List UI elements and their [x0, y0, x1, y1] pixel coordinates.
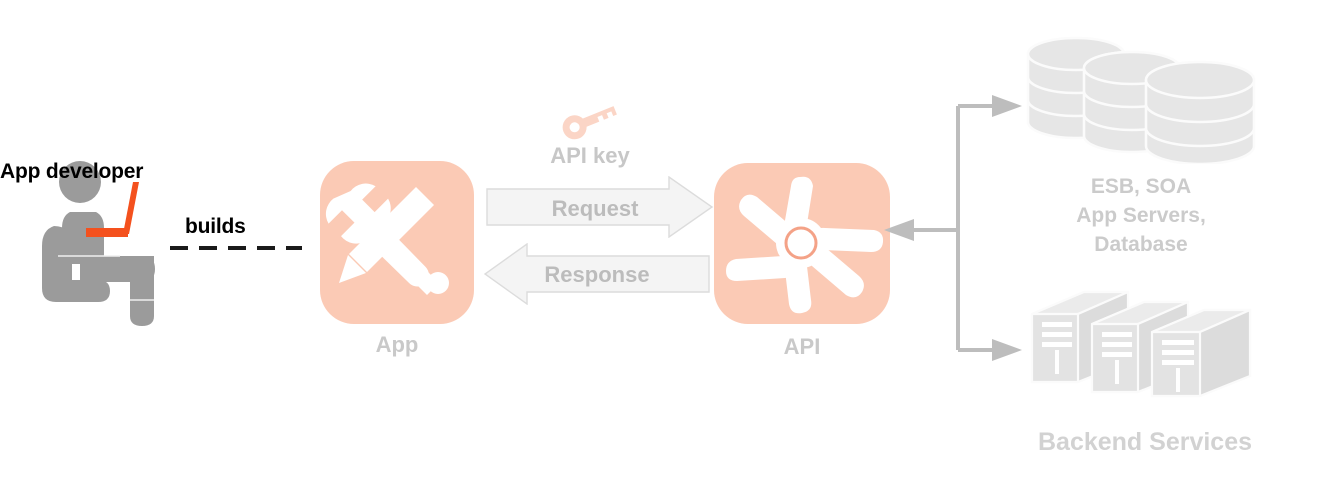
esb-label-line-3: Database [1094, 233, 1188, 256]
server-towers-icon [1030, 290, 1252, 398]
esb-label-line-1: ESB, SOA [1090, 175, 1192, 198]
request-label: Request [551, 196, 639, 221]
key-icon [562, 106, 617, 140]
request-flow-arrow [486, 176, 714, 238]
builds-dashed-line [170, 246, 302, 250]
app-node[interactable] [320, 161, 474, 324]
wrench-and-pencil-icon [325, 183, 449, 295]
builds-label: builds [185, 215, 246, 238]
app-developer-label: App developer [0, 160, 144, 183]
api-node[interactable] [714, 163, 890, 324]
api-node-label: API [783, 334, 821, 359]
api-key-label: API key [550, 143, 630, 168]
api-star-burst-icon [726, 176, 884, 314]
esb-soa-database-label: ESB, SOA App Servers, Database [1010, 172, 1272, 259]
response-flow-arrow [484, 243, 710, 305]
esb-label-line-2: App Servers, [1076, 204, 1206, 227]
app-node-label: App [375, 332, 419, 357]
response-label: Response [544, 262, 650, 287]
backend-services-label: Backend Services [1037, 428, 1253, 456]
app-developer-icon [42, 161, 155, 326]
database-cylinders-icon [1026, 36, 1256, 164]
backend-connector-lines [884, 95, 1022, 361]
